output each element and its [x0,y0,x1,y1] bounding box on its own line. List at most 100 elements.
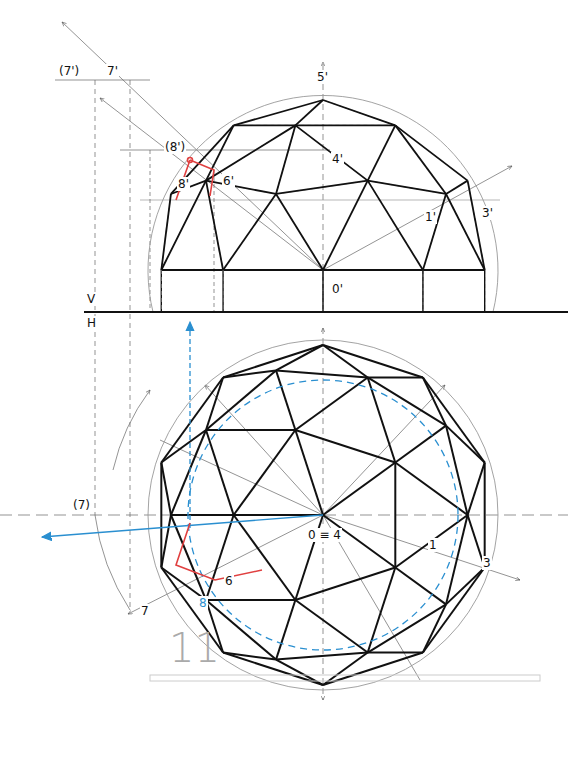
hidden-edge [161,270,223,271]
point-label: 8 [198,596,208,610]
dome-edge [395,515,467,568]
dome-edge [276,653,368,660]
point-label: 7 [140,604,150,618]
dome-edge [468,181,485,270]
dome-edge [276,181,368,194]
wall-edge [484,270,485,312]
wall-edge [322,270,323,312]
dome-edge [161,181,206,270]
dome-edge [223,194,276,270]
dome-edge [446,426,485,463]
dome-edge [323,653,368,685]
dome-edge [395,125,446,194]
wall-edge [422,270,423,312]
hidden-edge [423,270,485,271]
dome-edge [423,377,446,425]
point-label: 1 [428,538,438,552]
hidden-edge [276,181,368,194]
point-label: 6 [224,574,234,588]
dome-edge [368,568,396,653]
dome-edge [323,181,368,270]
wall-edge [161,270,162,312]
dome-edge [423,568,485,653]
dome-edge [161,269,223,271]
dome-edge [206,377,223,430]
dome-edge [276,600,295,660]
dome-edge [276,370,368,377]
dome-edge [368,377,396,462]
dome-edge [323,100,395,125]
construction-lines [0,22,568,700]
dome-edge [160,462,162,567]
dome-edge [206,181,276,194]
dome-edge [446,181,468,194]
dome-edge [323,462,395,515]
point-label: V [86,292,96,306]
dome-edge [234,100,323,125]
hidden-edge [234,125,296,126]
dome-edge [368,376,423,378]
dome-edge [468,462,485,515]
dome-edge [206,125,295,180]
dome-edge [323,653,423,685]
wall-edge [161,270,162,312]
front-view-dome [161,100,484,312]
hidden-edge [295,125,367,180]
dome-edge [446,194,485,270]
wall-edge [323,270,324,312]
dome-edge [295,124,395,126]
dome-edge [295,125,367,180]
point-label: 0' [331,282,344,296]
dome-edge [368,604,446,652]
dome-edge [161,430,206,462]
dome-edge [295,430,395,462]
point-label: H [86,316,97,330]
point-label: (7') [58,64,80,78]
wall-edge [223,270,224,312]
dome-edge [223,269,323,271]
dome-edge [484,462,486,567]
dome-edge [295,568,395,600]
dome-edge [423,194,446,270]
red-path [176,158,262,581]
dome-edge [323,345,423,377]
point-label: 0 ≡ 4 [307,528,342,542]
hidden-edge [223,194,276,270]
dome-edge [161,377,223,462]
dome-edge [206,430,234,515]
blue-construction [42,322,458,650]
point-label: 6' [222,174,235,188]
point-label: 7' [106,64,119,78]
dome-edge [368,652,423,654]
dome-edge [206,515,234,600]
hidden-edge [295,125,395,126]
hidden-edge [423,194,446,270]
dome-edge [234,430,296,515]
hidden-edge [206,181,276,194]
dome-edge [394,462,396,567]
hidden-edge [368,125,396,180]
dome-edge [295,430,323,515]
hidden-edge [323,270,423,271]
hidden-edge [323,100,395,125]
dome-edge [368,181,446,194]
hidden-edge [276,194,323,270]
dome-edge [206,125,234,180]
hidden-edge [223,270,323,271]
page-number: 11 [168,626,221,670]
dome-edge [323,269,423,271]
hidden-edge [468,181,485,270]
hidden-edge [323,181,368,270]
point-label: 8' [177,177,190,191]
dome-edge [295,377,367,430]
hidden-edge [161,181,206,270]
dome-edge [368,377,446,425]
dome-edge [161,515,171,568]
wall-edge [484,270,485,312]
hidden-edge [446,181,468,194]
point-label: (7) [72,498,91,512]
dome-edge [368,125,396,180]
